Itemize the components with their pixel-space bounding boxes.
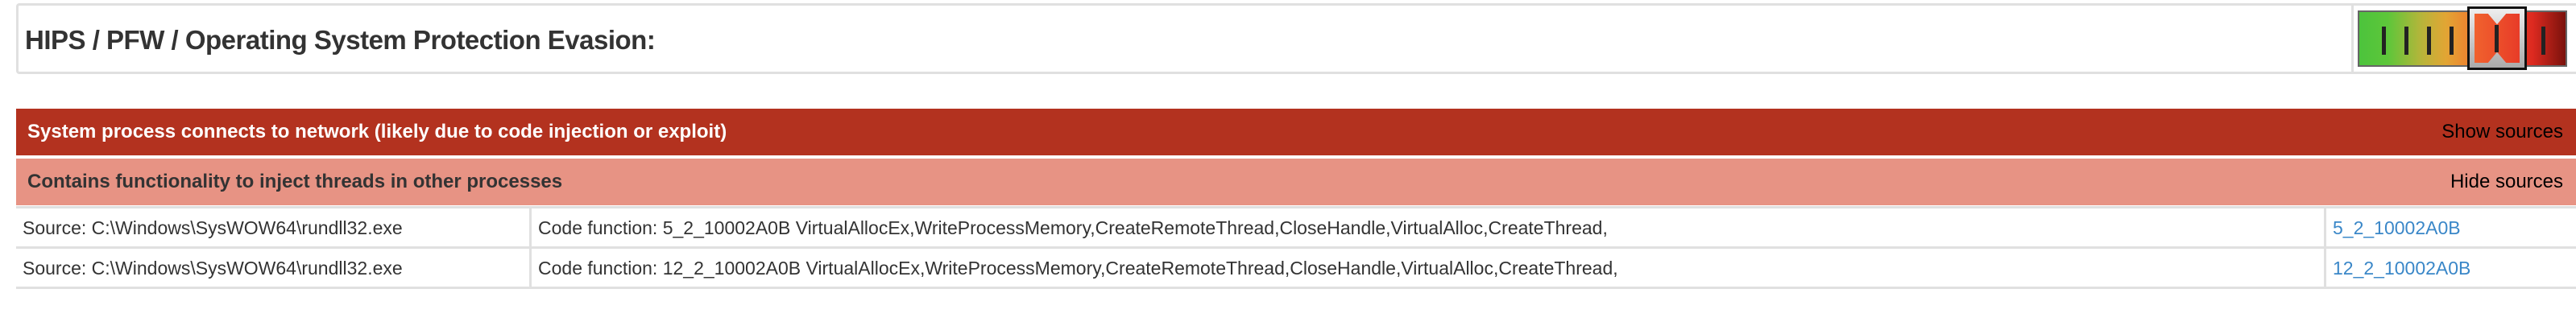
severity-gauge [2358, 10, 2567, 67]
link-cell: 5_2_10002A0B [2324, 208, 2576, 246]
code-function-link[interactable]: 12_2_10002A0B [2333, 258, 2471, 279]
header-divider [2351, 6, 2354, 72]
gauge-tick [2450, 27, 2454, 55]
code-function-link[interactable]: 5_2_10002A0B [2333, 217, 2461, 238]
detail-cell: Code function: 5_2_10002A0B VirtualAlloc… [529, 208, 2324, 246]
gauge-tick [2541, 27, 2545, 55]
table-row: Source: C:\Windows\SysWOW64\rundll32.exe… [16, 246, 2576, 289]
signature-label: System process connects to network (like… [27, 121, 727, 142]
gauge-tick [2382, 27, 2386, 55]
hide-sources-link[interactable]: Hide sources [2450, 171, 2563, 192]
table-row: Source: C:\Windows\SysWOW64\rundll32.exe… [16, 206, 2576, 246]
source-cell: Source: C:\Windows\SysWOW64\rundll32.exe [23, 217, 403, 238]
link-cell: 12_2_10002A0B [2324, 249, 2576, 287]
signature-label: Contains functionality to inject threads… [27, 171, 563, 192]
show-sources-link[interactable]: Show sources [2441, 121, 2563, 142]
section-header: HIPS / PFW / Operating System Protection… [16, 3, 2576, 74]
gauge-tick [2427, 27, 2431, 55]
signature-row-network: System process connects to network (like… [16, 109, 2576, 155]
signature-row-inject-threads: Contains functionality to inject threads… [16, 159, 2576, 205]
gauge-selected-level-marker [2467, 6, 2527, 70]
section-title: HIPS / PFW / Operating System Protection… [25, 25, 656, 55]
source-cell: Source: C:\Windows\SysWOW64\rundll32.exe [23, 258, 403, 279]
detail-cell: Code function: 12_2_10002A0B VirtualAllo… [529, 249, 2324, 287]
gauge-tick [2404, 27, 2408, 55]
gauge-tick [2495, 25, 2499, 52]
